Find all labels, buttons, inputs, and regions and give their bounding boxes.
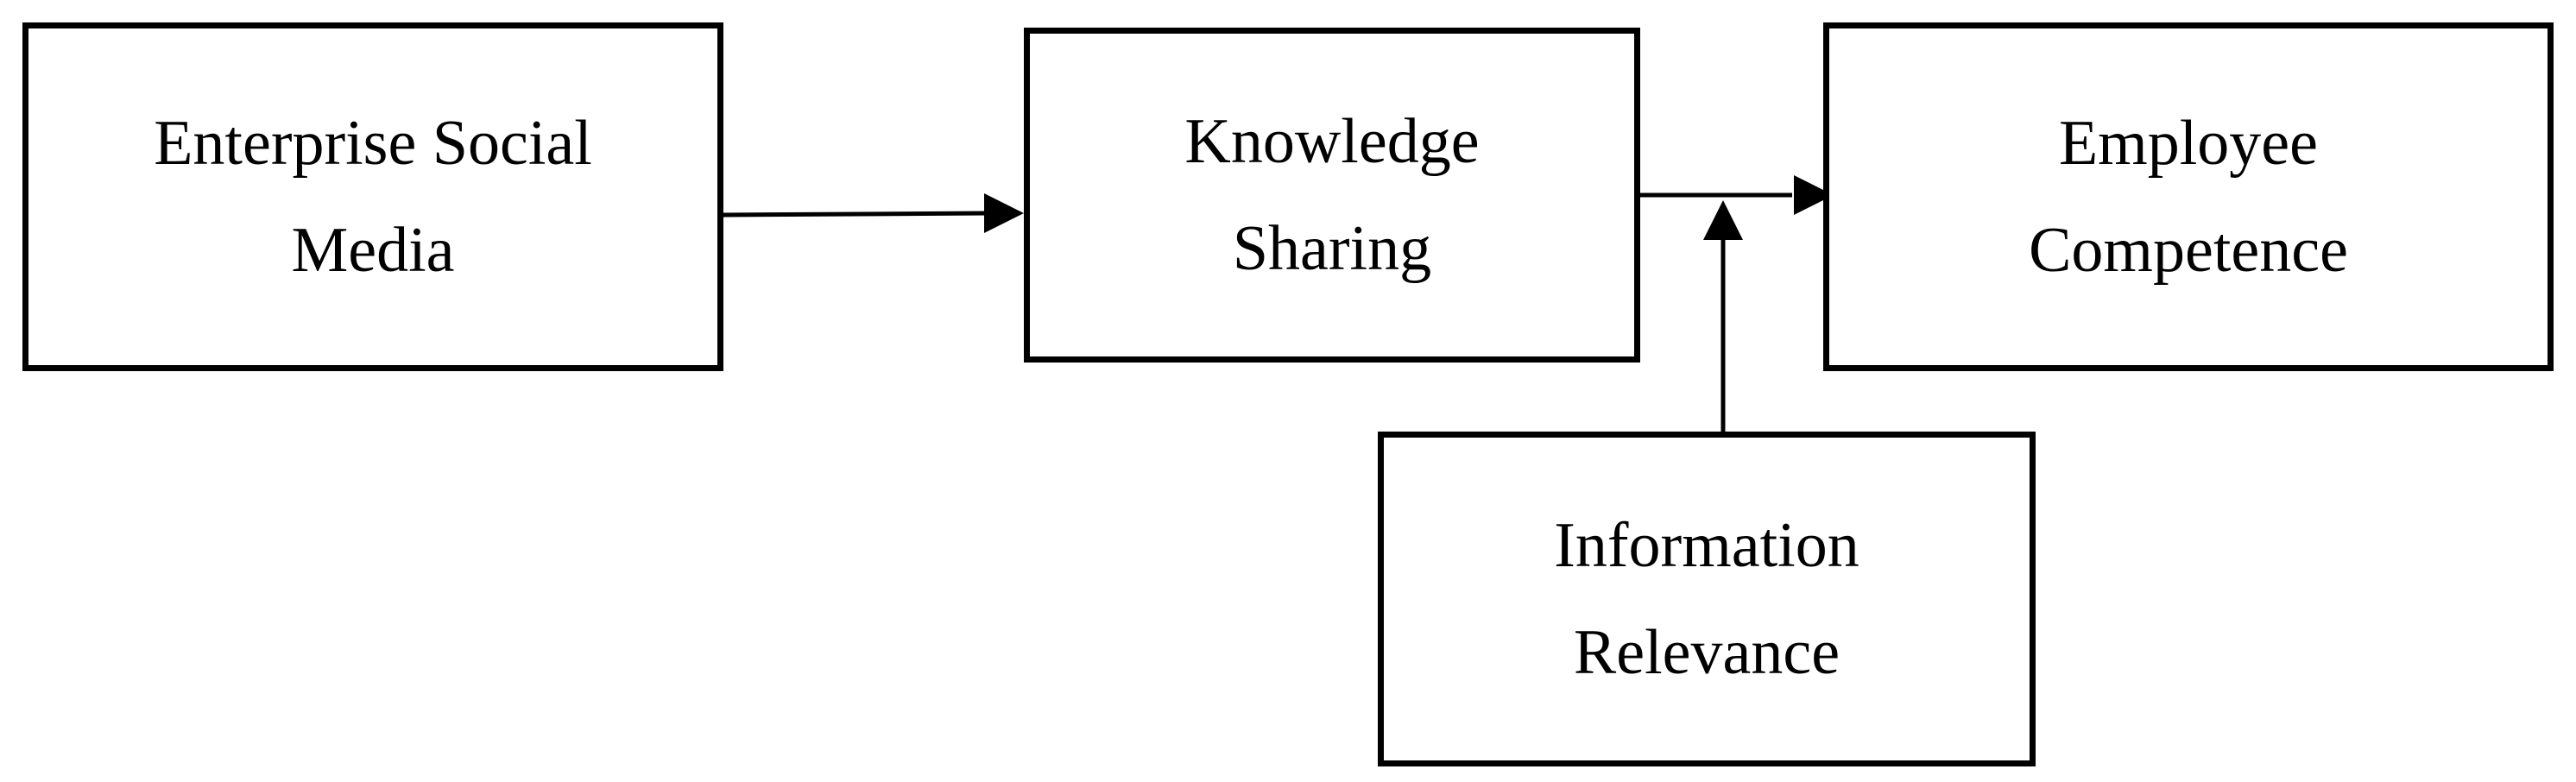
arrow-esm-to-ks bbox=[723, 193, 1024, 233]
arrow-esm-to-ks-line bbox=[723, 211, 990, 218]
arrow-esm-to-ks-head bbox=[984, 193, 1024, 233]
node-enterprise-social-media-line2: Media bbox=[291, 215, 455, 286]
node-knowledge-sharing-line2: Sharing bbox=[1232, 213, 1432, 284]
arrow-ir-moderation-head bbox=[1703, 200, 1743, 240]
node-information-relevance-line1: Information bbox=[1554, 510, 1859, 581]
arrow-ks-to-ec bbox=[1640, 175, 1834, 215]
node-information-relevance: Information Relevance bbox=[1378, 432, 2036, 766]
node-employee-competence: Employee Competence bbox=[1823, 22, 2554, 371]
node-enterprise-social-media: Enterprise Social Media bbox=[22, 22, 723, 371]
arrow-ks-to-ec-head bbox=[1794, 175, 1834, 215]
node-knowledge-sharing: Knowledge Sharing bbox=[1024, 28, 1640, 363]
node-enterprise-social-media-line1: Enterprise Social bbox=[154, 108, 592, 179]
arrow-ir-moderation bbox=[1703, 200, 1743, 432]
node-employee-competence-line1: Employee bbox=[2058, 108, 2318, 179]
node-information-relevance-line2: Relevance bbox=[1573, 617, 1840, 688]
node-employee-competence-line2: Competence bbox=[2029, 215, 2348, 286]
node-knowledge-sharing-line1: Knowledge bbox=[1184, 106, 1480, 177]
